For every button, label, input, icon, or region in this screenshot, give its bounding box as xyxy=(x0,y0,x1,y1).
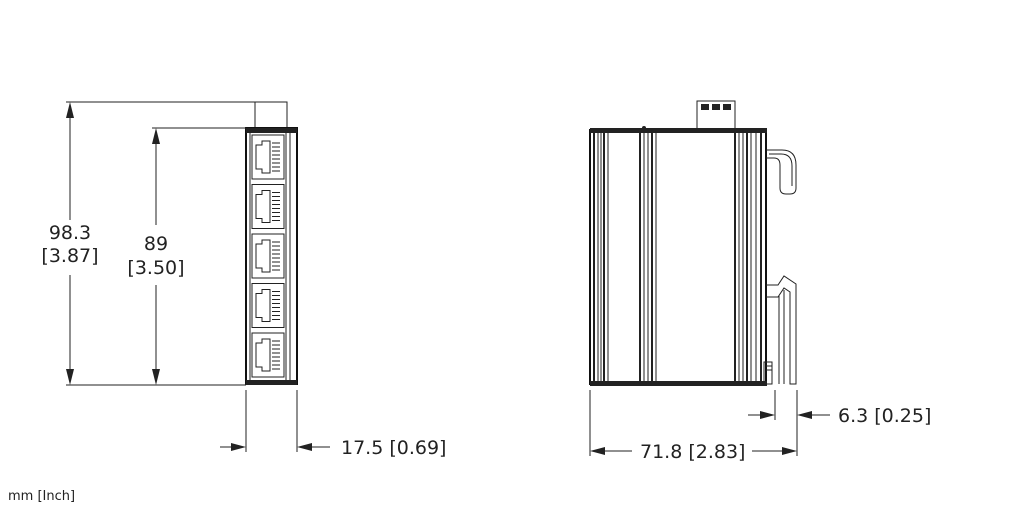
housing-screw xyxy=(642,126,646,130)
arrow-left-icon xyxy=(797,411,812,419)
side-bottom-edge xyxy=(590,381,767,386)
center-rib-group xyxy=(639,133,657,381)
right-rib-group xyxy=(734,133,762,381)
left-rib-group xyxy=(593,133,609,381)
ethernet-port xyxy=(251,134,285,180)
width-label: 17.5 [0.69] xyxy=(341,437,446,459)
body-height-mm-label: 89 xyxy=(144,233,168,255)
side-housing xyxy=(589,129,767,385)
terminal-screw xyxy=(712,104,720,110)
terminal-screw xyxy=(723,104,731,110)
arrow-up-icon xyxy=(66,102,74,118)
rail-offset-label: 6.3 [0.25] xyxy=(838,405,931,427)
ethernet-port xyxy=(251,233,285,279)
ethernet-port xyxy=(251,184,285,229)
units-note: mm [Inch] xyxy=(8,489,75,504)
arrow-right-icon xyxy=(231,443,246,451)
body-height-in-label: [3.50] xyxy=(127,257,184,279)
din-rail-clip xyxy=(763,149,797,385)
front-view xyxy=(245,101,298,385)
arrow-right-icon xyxy=(760,411,775,419)
front-bottom-cap xyxy=(246,380,297,385)
arrow-right-icon xyxy=(782,447,797,455)
side-dimensions: 71.8 [2.83] 6.3 [0.25] xyxy=(589,390,931,463)
ethernet-port xyxy=(251,283,285,328)
terminal-screw xyxy=(701,104,709,110)
front-dimensions: 98.3 [3.87] 89 [3.50] 17.5 [0.69] xyxy=(41,101,446,459)
front-top-cap xyxy=(246,128,297,133)
total-height-in-label: [3.87] xyxy=(41,245,98,267)
arrow-down-icon xyxy=(66,369,74,385)
arrow-up-icon xyxy=(152,128,160,144)
total-height-mm-label: 98.3 xyxy=(49,222,91,244)
side-view xyxy=(589,100,797,386)
arrow-left-icon xyxy=(590,447,605,455)
arrow-down-icon xyxy=(152,369,160,385)
ethernet-port xyxy=(251,332,285,378)
terminal-block xyxy=(254,101,288,129)
depth-label: 71.8 [2.83] xyxy=(640,441,745,463)
ethernet-ports xyxy=(251,134,285,378)
side-top-edge xyxy=(590,128,767,133)
arrow-left-icon xyxy=(297,443,312,451)
